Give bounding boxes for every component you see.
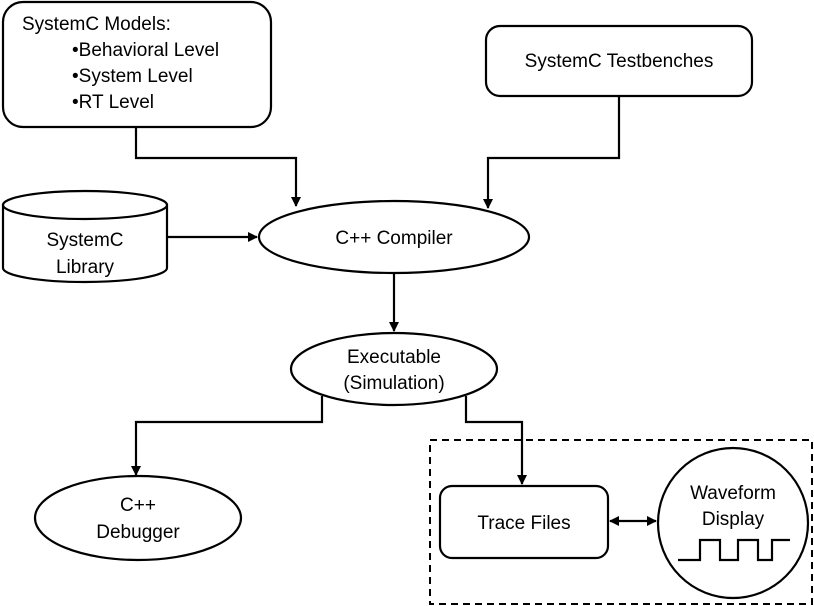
systemc-models-box: SystemC Models: •Behavioral Level •Syste…	[1, 0, 273, 129]
debugger-line2: Debugger	[96, 522, 180, 543]
models-item-system: •System Level	[72, 66, 193, 87]
waveform-display-circle: Waveform Display	[656, 446, 810, 600]
testbenches-label: SystemC Testbenches	[525, 51, 714, 72]
arrow-testbenches-to-compiler	[483, 96, 621, 209]
trace-files-label: Trace Files	[477, 513, 570, 534]
arrow-executable-to-debugger	[131, 396, 324, 476]
waveform-line1: Waveform	[690, 483, 776, 504]
cpp-debugger-ellipse: C++ Debugger	[33, 474, 243, 562]
square-wave-icon	[678, 538, 790, 562]
arrow-executable-to-trace-files	[464, 396, 527, 485]
trace-files-box: Trace Files	[438, 484, 610, 560]
library-line1: SystemC	[46, 230, 123, 251]
systemc-testbenches-box: SystemC Testbenches	[484, 24, 754, 98]
waveform-line2: Display	[702, 509, 765, 530]
executable-line1: Executable	[347, 347, 441, 368]
executable-ellipse: Executable (Simulation)	[289, 331, 499, 407]
models-item-rt: •RT Level	[72, 92, 154, 113]
debugger-line1: C++	[120, 495, 156, 516]
library-line2: Library	[56, 257, 115, 278]
trace-group-container	[429, 439, 813, 605]
models-title: SystemC Models:	[22, 14, 171, 35]
executable-line2: (Simulation)	[343, 373, 444, 394]
systemc-library-cylinder: SystemC Library	[1, 189, 169, 284]
arrow-models-to-compiler	[134, 127, 301, 207]
cpp-compiler-ellipse: C++ Compiler	[257, 199, 531, 275]
compiler-label: C++ Compiler	[335, 228, 453, 249]
models-item-behavioral: •Behavioral Level	[72, 40, 219, 61]
